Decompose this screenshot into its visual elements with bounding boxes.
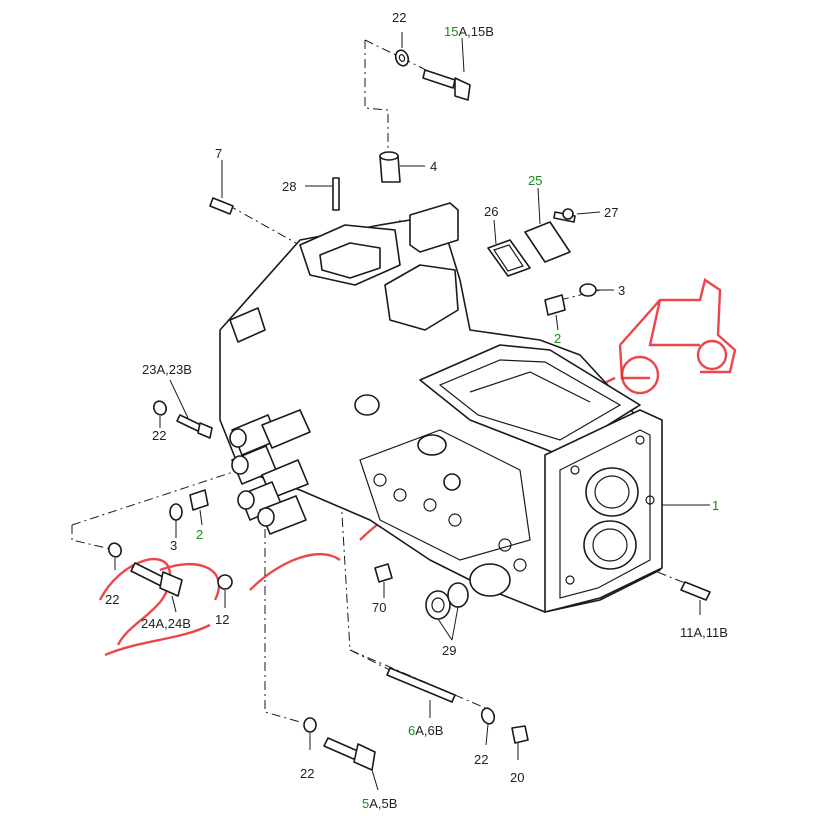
callout-4: 4 (430, 159, 437, 174)
callout-22-b2: 22 (474, 752, 488, 767)
transmission-housing (219, 202, 710, 613)
callout-3-left: 3 (170, 538, 177, 553)
callout-3-right: 3 (618, 283, 625, 298)
callout-7: 7 (215, 146, 222, 161)
stud-28 (305, 177, 340, 211)
callout-labels: 22 15A,15B 7 28 4 25 26 27 3 2 23A,23B 2… (105, 10, 728, 811)
callout-12: 12 (215, 612, 229, 627)
bolt-5 (323, 737, 379, 791)
dowel-2-right (544, 294, 566, 331)
callout-22-lower: 22 (105, 592, 119, 607)
callout-2-left: 2 (196, 527, 203, 542)
seal-29 (425, 563, 511, 641)
washer-22-b1 (303, 717, 317, 750)
callout-15: 15A,15B (444, 24, 494, 39)
assembly-center-lines (71, 39, 691, 723)
callout-2-right: 2 (554, 331, 561, 346)
stud-6 (386, 667, 456, 718)
washer-22-left (153, 400, 167, 428)
callout-1: 1 (712, 498, 719, 513)
callout-5: 5A,5B (362, 796, 397, 811)
dowel-2-left (189, 489, 209, 526)
bolt-24 (130, 562, 183, 613)
watermark-tractor-logo (618, 278, 737, 395)
plug-12 (217, 574, 233, 608)
callout-22-b1: 22 (300, 766, 314, 781)
plug-70 (374, 563, 393, 598)
screw-27 (553, 208, 601, 223)
callout-24: 24A,24B (141, 616, 191, 631)
pin-7 (209, 160, 234, 215)
callout-29: 29 (442, 643, 456, 658)
nut-20 (511, 725, 529, 760)
callout-25: 25 (528, 173, 542, 188)
callout-22-left: 22 (152, 428, 166, 443)
callout-20: 20 (510, 770, 524, 785)
callout-28: 28 (282, 179, 296, 194)
callout-26: 26 (484, 204, 498, 219)
callout-11: 11A,11B (680, 625, 728, 640)
dowel-4 (379, 151, 425, 183)
callout-23: 23A,23B (142, 362, 192, 377)
callout-27: 27 (604, 205, 618, 220)
bolt-23 (169, 379, 213, 439)
nut-3-left (169, 503, 183, 538)
nut-3-right (579, 283, 614, 297)
washer-22-lower (108, 542, 122, 570)
washer-22-b2 (480, 707, 496, 746)
washer-22-top (394, 32, 410, 67)
pin-11 (680, 581, 711, 615)
cover-25 (524, 187, 571, 263)
gasket-26 (487, 219, 531, 277)
callout-70: 70 (372, 600, 386, 615)
bolt-15 (422, 37, 471, 101)
callout-6: 6A,6B (408, 723, 443, 738)
callout-22-top: 22 (392, 10, 406, 25)
